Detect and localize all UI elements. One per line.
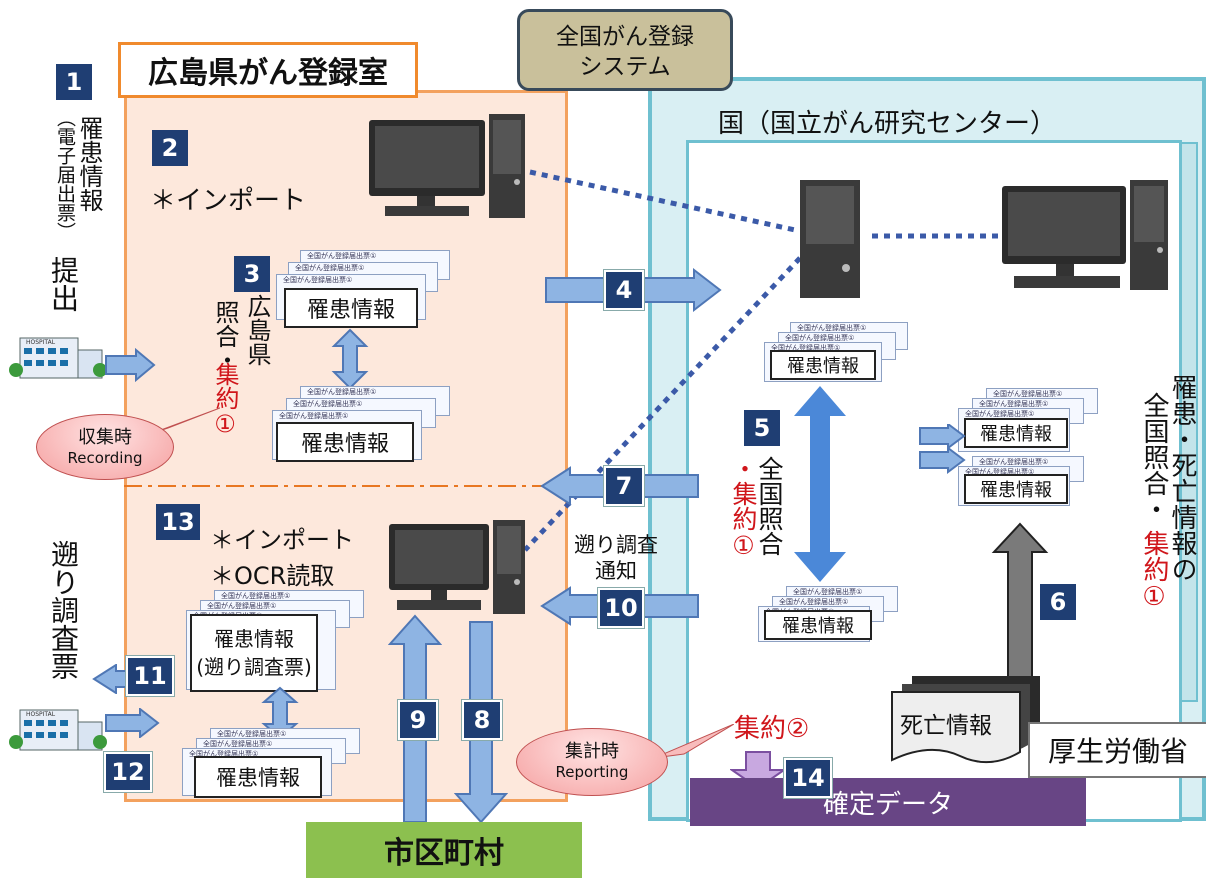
step-8-badge: 8	[462, 700, 502, 740]
step-9-badge: 9	[398, 700, 438, 740]
rikan-joho-card: 罹患情報	[194, 756, 322, 798]
step-10-badge: 10	[598, 588, 644, 628]
shuyaku1-label: 集約①	[211, 362, 239, 438]
step-4-badge: 4	[604, 270, 644, 310]
step-7-badge: 7	[604, 466, 644, 506]
hospital-icon: HOSPITAL	[9, 337, 107, 379]
step-12-badge: 12	[104, 752, 152, 792]
rikan-joho-vertical: 罹患情報	[75, 116, 103, 212]
import-label: ＊インポート	[150, 186, 307, 216]
step-3-badge: 3	[234, 256, 270, 292]
rikan-joho-card: 罹患情報	[964, 474, 1068, 504]
step-6-badge: 6	[1040, 584, 1076, 620]
server-tower-icon	[800, 180, 860, 298]
step-12-arrow	[105, 708, 160, 738]
sakanobori-notice-label: 遡り調査 通知	[574, 533, 658, 583]
rikan-shibo-label: 罹患・死亡情報の	[1167, 374, 1197, 582]
teishutsu-label: 提出	[47, 256, 80, 312]
municipality-box: 市区町村	[306, 822, 582, 878]
ocr-label: ＊OCR読取	[210, 562, 335, 590]
denshi-todokede-label: （電子届出票）	[54, 108, 76, 241]
national-registry-system-label: 全国がん登録 システム	[517, 9, 733, 91]
section-divider	[124, 485, 568, 487]
rikan-sakanobori-card: 罹患情報 (遡り調査票)	[190, 614, 318, 692]
match-arrow	[331, 328, 369, 390]
reporting-bubble-en: Reporting	[555, 763, 629, 781]
step-11-badge: 11	[126, 656, 174, 696]
step-14-badge: 14	[784, 758, 832, 798]
svg-text:HOSPITAL: HOSPITAL	[26, 339, 56, 346]
recording-bubble-en: Recording	[67, 449, 143, 467]
step-1-badge: 1	[56, 64, 92, 100]
rikan-joho-card: 罹患情報	[964, 418, 1068, 448]
sakanobori-chosahyo-label: 遡り調査票	[47, 540, 80, 680]
bubble-tail-report	[654, 724, 734, 758]
import2-label: ＊インポート	[210, 526, 354, 554]
reporting-bubble: 集計時 Reporting	[516, 728, 668, 796]
rikan-joho-card: 罹患情報	[276, 422, 414, 462]
desktop-computer-icon	[389, 520, 525, 614]
hiroshima-registry-title: 広島県がん登録室	[118, 42, 418, 98]
submit-arrow	[105, 348, 156, 382]
svg-text:HOSPITAL: HOSPITAL	[26, 711, 56, 718]
death-info-label: 死亡情報	[900, 713, 992, 739]
recording-bubble-jp: 収集時	[78, 427, 132, 448]
merge-arrows	[919, 424, 966, 474]
hiroshima-ken-label: 広島県	[243, 294, 271, 366]
desktop-computer-icon	[1002, 180, 1168, 290]
shogo-label: 照合・	[211, 300, 239, 372]
zenkoku-shogo-label: 全国照合	[755, 456, 784, 556]
shuyaku2-label: 集約②	[734, 714, 810, 744]
rikan-joho-card: 罹患情報	[284, 288, 418, 328]
shuyaku-dot-label: ・集約①	[729, 456, 758, 560]
rikan-joho-card: 罹患情報	[770, 350, 876, 380]
recording-bubble: 収集時 Recording	[36, 414, 174, 480]
rikan-joho-card: 罹患情報	[764, 610, 872, 640]
shuyaku1b-label: 集約①	[1139, 530, 1169, 612]
national-center-title: 国（国立がん研究センター）	[718, 109, 1057, 139]
step-5-badge: 5	[744, 410, 780, 446]
step-2-badge: 2	[152, 130, 188, 166]
zenkoku-shogo2-label: 全国照合・	[1139, 392, 1169, 522]
death-info-stack	[891, 676, 1040, 764]
reporting-bubble-jp: 集計時	[565, 741, 619, 762]
mhlw-box: 厚生労働省	[1028, 722, 1206, 778]
step-13-badge: 13	[156, 504, 200, 540]
hospital-icon: HOSPITAL	[9, 709, 107, 751]
national-inner-box-side	[1180, 142, 1198, 702]
national-match-arrow	[794, 386, 846, 582]
final-data-box: 確定データ	[690, 778, 1086, 826]
desktop-computer-icon	[369, 114, 525, 218]
